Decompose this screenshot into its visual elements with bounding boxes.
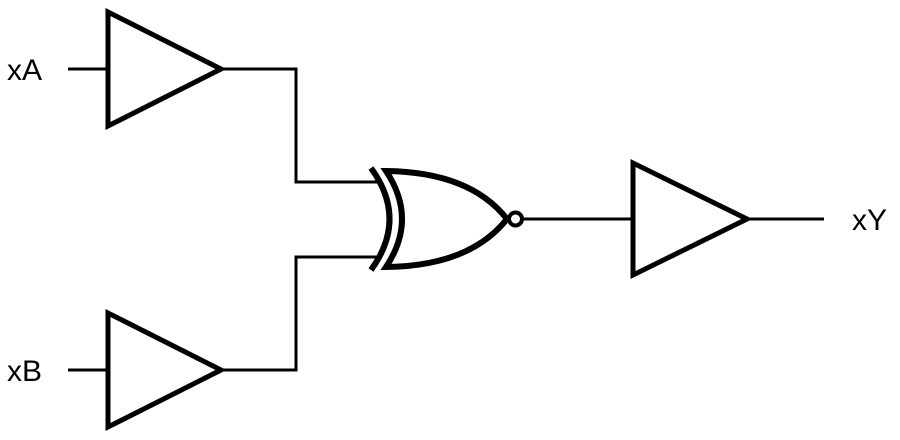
labels: xA xB xY [7, 54, 887, 388]
buffer-gate-b [105, 308, 227, 432]
label-output-y: xY [852, 204, 887, 237]
wire-buffer-a-to-xnor [219, 67, 380, 184]
xnor-body [380, 167, 511, 271]
wire-buffer-b-to-xnor [219, 255, 380, 372]
xnor-inversion-bubble [507, 210, 524, 228]
wires [68, 67, 824, 372]
buffer-gate-a [105, 7, 227, 131]
label-input-a: xA [7, 54, 42, 87]
xnor-gate [368, 166, 524, 272]
gates [105, 7, 753, 432]
buffer-gate-y [630, 158, 753, 280]
label-input-b: xB [7, 355, 42, 388]
xnor-input-arc [368, 166, 393, 272]
